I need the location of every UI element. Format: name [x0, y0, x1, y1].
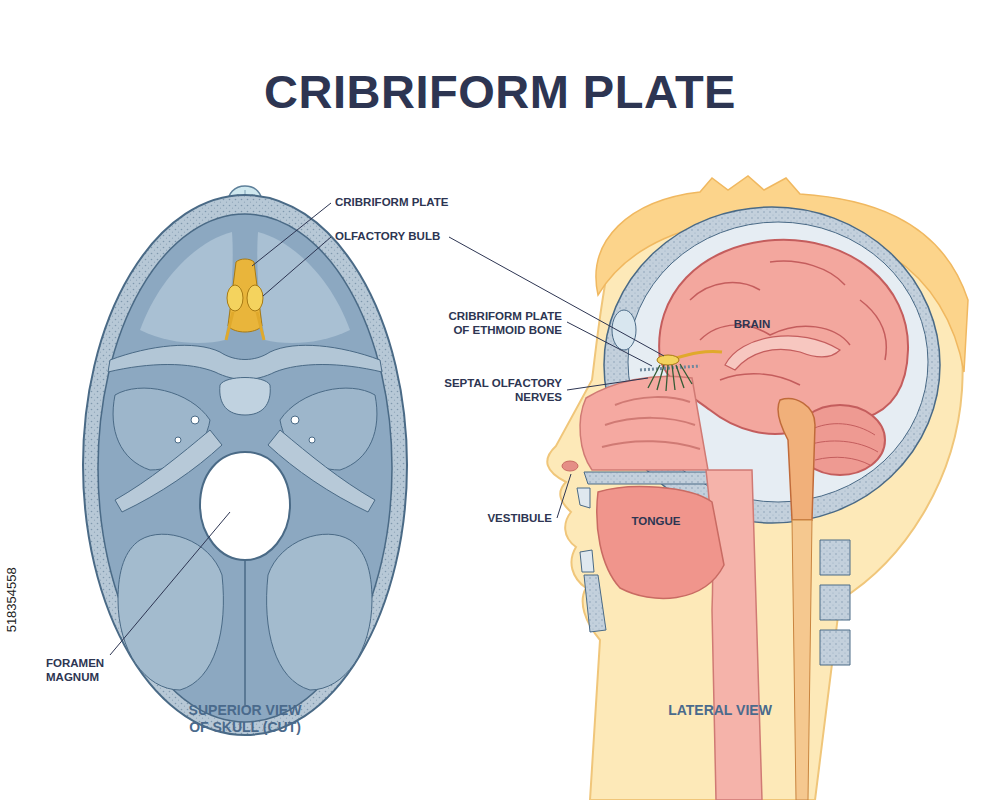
leader-line — [263, 237, 331, 296]
leader-line — [449, 237, 664, 356]
part-label: CRIBRIFORM PLATE OF ETHMOID BONE — [438, 310, 562, 338]
sella-turcica — [220, 378, 271, 416]
part-label: SEPTAL OLFACTORY NERVES — [434, 377, 562, 405]
foramen — [291, 416, 299, 424]
leader-lines — [110, 203, 664, 655]
vertebrae — [820, 540, 850, 665]
olfactory-bulb — [247, 285, 263, 311]
cribriform-plate-lateral — [640, 366, 700, 370]
head-lateral-view — [547, 176, 968, 800]
internal-occipital-crest — [244, 560, 246, 705]
anterior-fossa-left — [140, 232, 233, 343]
leader-line — [252, 203, 331, 266]
leader-line — [110, 512, 230, 655]
nasal-conchae — [602, 397, 700, 449]
part-label: BRAIN — [712, 318, 792, 332]
nostril-vestibule — [562, 461, 578, 471]
corpus-callosum — [725, 336, 840, 370]
part-label: CRIBRIFORM PLATE — [335, 196, 505, 210]
foramen — [175, 437, 181, 443]
nasal-cavity — [580, 376, 708, 470]
part-label: FORAMEN MAGNUM — [46, 657, 126, 685]
brain-gyri — [690, 261, 886, 385]
posterior-fossa-right — [267, 534, 372, 690]
diagram-title: CRIBRIFORM PLATE — [150, 64, 850, 120]
view-caption: LATERAL VIEW — [640, 702, 800, 719]
upper-teeth — [577, 488, 590, 508]
mandible — [584, 575, 606, 632]
part-label: TONGUE — [616, 515, 696, 529]
tongue — [597, 487, 724, 599]
view-caption: SUPERIOR VIEW OF SKULL (CUT) — [183, 702, 308, 736]
hard-palate — [584, 472, 712, 484]
part-label: OLFACTORY BULB — [335, 230, 505, 244]
olfactory-bulb-lateral — [657, 355, 679, 365]
posterior-fossa-left — [118, 534, 223, 690]
olfactory-tract-lateral — [676, 351, 722, 358]
anterior-fossa-right — [257, 232, 350, 343]
head-skin — [547, 203, 962, 800]
watermark-number: 518354558 — [4, 558, 20, 642]
cribriform-plate — [228, 259, 262, 332]
foramen-magnum — [200, 452, 290, 560]
skull-superior-view — [83, 186, 407, 735]
leader-line — [557, 474, 571, 518]
olfactory-tract — [226, 312, 264, 340]
septal-olfactory-nerves — [648, 364, 692, 391]
part-label: VESTIBULE — [462, 512, 552, 526]
foramen — [309, 437, 315, 443]
skull-bone-ring — [83, 195, 407, 735]
leader-line — [567, 322, 652, 366]
leader-line — [567, 378, 648, 390]
frontal-sinus — [612, 310, 636, 350]
lower-teeth — [580, 550, 594, 572]
brainstem — [778, 399, 815, 520]
cranial-cavity — [98, 214, 392, 722]
sphenoid-ridge — [108, 345, 382, 379]
spinal-cord — [792, 520, 812, 800]
olfactory-bulb — [227, 285, 243, 311]
foramen — [191, 416, 199, 424]
cerebellum-folia — [808, 424, 878, 465]
